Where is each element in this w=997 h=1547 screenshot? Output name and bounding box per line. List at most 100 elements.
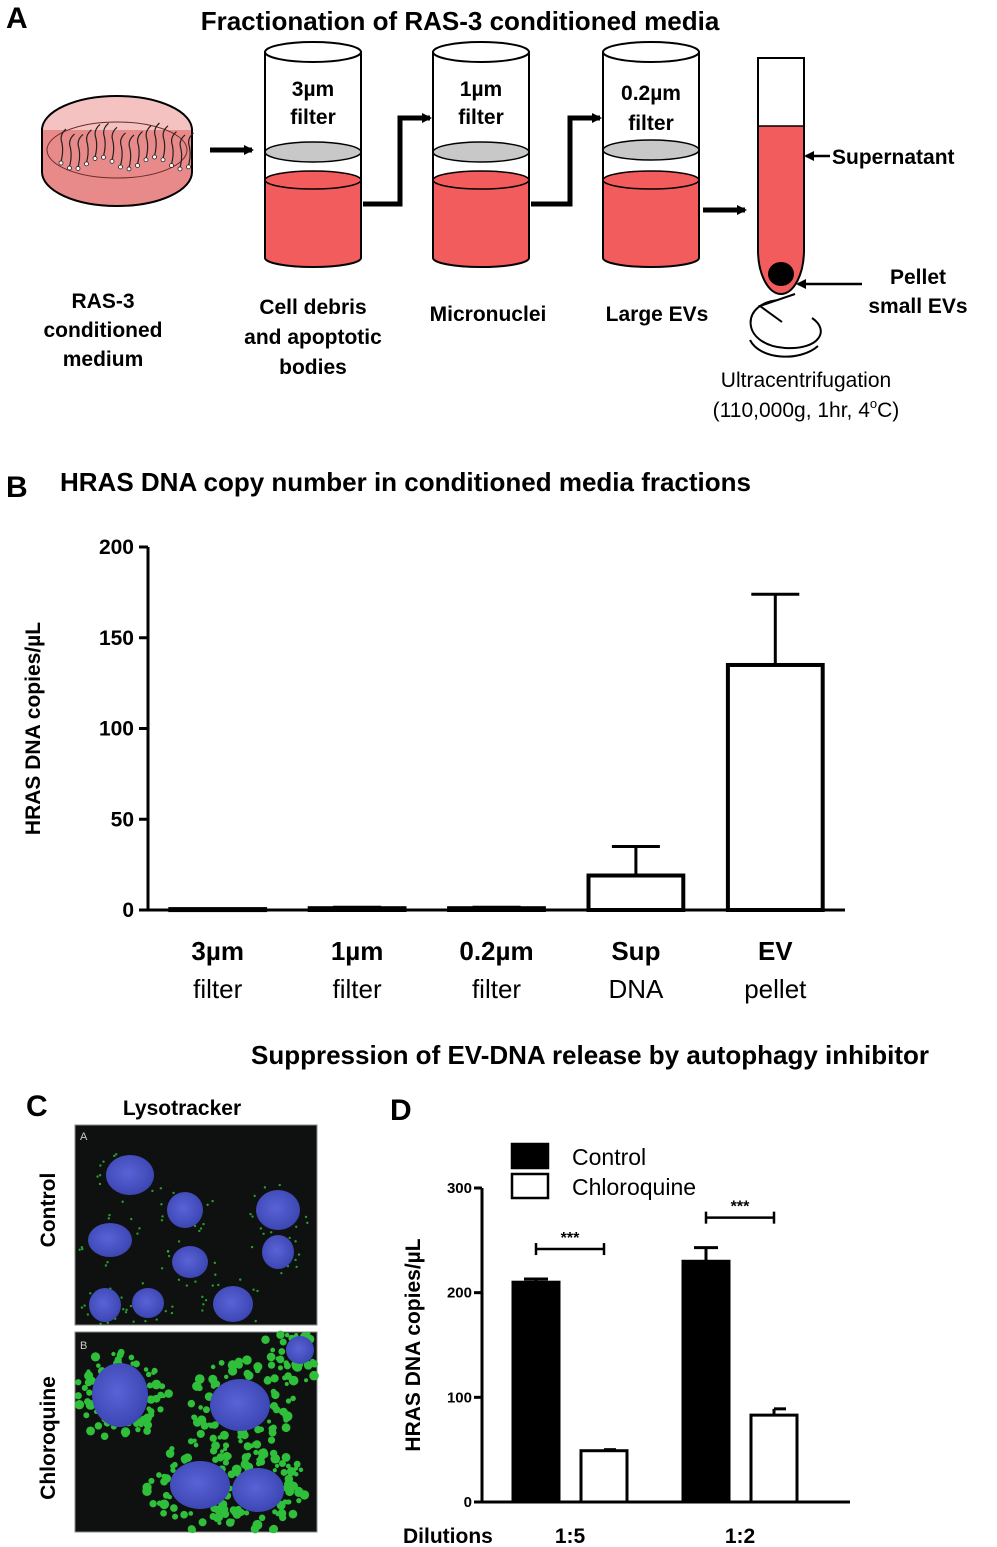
lysosome-dot bbox=[280, 1468, 288, 1476]
filter-tube-3um bbox=[264, 41, 362, 268]
lysosome-dot bbox=[94, 1422, 103, 1430]
lysosome-dot bbox=[286, 1480, 295, 1489]
lysosome-dot bbox=[253, 1362, 263, 1372]
nucleus bbox=[232, 1468, 284, 1512]
lysosome-dot bbox=[170, 1463, 176, 1469]
lysosome-dot bbox=[253, 1449, 259, 1456]
lysosome-dot bbox=[144, 1319, 147, 1323]
lysosome-dot bbox=[276, 1355, 285, 1364]
lysosome-dot bbox=[124, 1310, 128, 1314]
lysosome-dot bbox=[211, 1422, 218, 1429]
panel-c: C Lysotracker A B Control Chloroquine bbox=[26, 1090, 319, 1534]
pellet-label-2: small EVs bbox=[868, 295, 967, 318]
filter-1-size: 3µm bbox=[292, 78, 334, 101]
lysosome-dot bbox=[297, 1253, 301, 1256]
nucleus bbox=[106, 1155, 154, 1195]
lysosome-dot bbox=[114, 1358, 121, 1364]
significance-marker: *** bbox=[731, 1199, 750, 1216]
lysosome-dot bbox=[237, 1434, 243, 1440]
lysosome-dot bbox=[111, 1351, 116, 1357]
nucleus bbox=[256, 1190, 300, 1230]
cell-icon bbox=[59, 128, 67, 166]
cell-icon bbox=[84, 161, 89, 167]
lysosome-dot bbox=[240, 1431, 249, 1440]
lysosome-dot bbox=[136, 1232, 139, 1235]
lysosome-dot bbox=[262, 1232, 265, 1235]
panel-c-header: Lysotracker bbox=[123, 1097, 241, 1120]
lysosome-dot bbox=[164, 1389, 173, 1398]
cell-icon bbox=[126, 166, 132, 172]
nucleus bbox=[92, 1363, 148, 1427]
lysosome-dot bbox=[200, 1421, 209, 1430]
pellet-icon bbox=[768, 262, 794, 286]
cell-icon bbox=[178, 134, 186, 172]
lysosome-dot bbox=[143, 1420, 153, 1430]
lysosome-dot bbox=[98, 1174, 102, 1177]
lysosome-dot bbox=[171, 1305, 174, 1308]
lysosome-dot bbox=[271, 1390, 280, 1400]
significance-marker: *** bbox=[561, 1230, 580, 1247]
supernatant-label: Supernatant bbox=[832, 146, 955, 169]
lysosome-dot bbox=[83, 1412, 90, 1419]
lysosome-dot bbox=[145, 1371, 152, 1378]
lysosome-dot bbox=[211, 1199, 214, 1203]
cell-icon bbox=[135, 131, 143, 168]
y-tick-label: 50 bbox=[111, 808, 134, 831]
cell-icon bbox=[75, 166, 81, 171]
lysosome-dot bbox=[192, 1418, 202, 1427]
lysosome-dot bbox=[84, 1378, 93, 1387]
y-tick-label: 100 bbox=[447, 1389, 472, 1406]
lysosome-dot bbox=[256, 1289, 259, 1293]
lysosome-dot bbox=[312, 1371, 317, 1376]
cell-icon bbox=[67, 165, 72, 171]
lysosome-dot bbox=[86, 1369, 91, 1374]
lysosome-dot bbox=[284, 1332, 290, 1338]
rotation-arrow-icon bbox=[749, 293, 822, 358]
micrograph-control: A bbox=[74, 1124, 318, 1326]
lysosome-dot bbox=[74, 1400, 85, 1410]
lysosome-dot bbox=[222, 1459, 229, 1466]
lysosome-dot bbox=[267, 1361, 276, 1369]
lysosome-dot bbox=[90, 1352, 101, 1362]
y-tick-label: 200 bbox=[99, 536, 134, 559]
lysosome-dot bbox=[253, 1194, 256, 1198]
lysosome-dot bbox=[199, 1227, 203, 1230]
lysosome-dot bbox=[219, 1449, 225, 1454]
lysosome-dot bbox=[284, 1381, 289, 1386]
cell-icon bbox=[135, 163, 140, 168]
lysosome-dot bbox=[274, 1463, 280, 1468]
lysosome-dot bbox=[81, 1247, 84, 1251]
cell-icon bbox=[58, 160, 64, 166]
y-tick-label: 0 bbox=[122, 899, 134, 922]
lysosome-dot bbox=[263, 1376, 272, 1385]
lysosome-dot bbox=[160, 1267, 164, 1270]
dilutions-label: Dilutions bbox=[403, 1525, 493, 1547]
lysosome-dot bbox=[172, 1513, 179, 1520]
nucleus bbox=[167, 1192, 203, 1228]
lysosome-dot bbox=[303, 1360, 313, 1370]
cell-icon bbox=[118, 164, 123, 170]
lysosome-dot bbox=[298, 1467, 304, 1473]
lysosome-dot bbox=[208, 1374, 218, 1384]
cell-icon bbox=[169, 131, 177, 168]
lysosome-dot bbox=[216, 1453, 225, 1462]
lysosome-dot bbox=[150, 1501, 156, 1507]
lysosome-dot bbox=[120, 1427, 131, 1437]
x-tick-sublabel: pellet bbox=[744, 974, 807, 1004]
lysosome-dot bbox=[250, 1524, 260, 1534]
lysosome-dot bbox=[177, 1278, 181, 1281]
lysosome-dot bbox=[224, 1443, 230, 1449]
lysosome-dot bbox=[223, 1374, 229, 1380]
lysosome-dot bbox=[143, 1367, 149, 1372]
lysosome-dot bbox=[217, 1283, 220, 1287]
lysosome-dot bbox=[193, 1224, 197, 1228]
micrograph-chloroquine: B bbox=[74, 1330, 319, 1534]
lysosome-dot bbox=[217, 1435, 222, 1440]
micrograph-corner-b: B bbox=[80, 1340, 87, 1352]
cell-icon bbox=[110, 126, 118, 164]
lysosome-dot bbox=[201, 1309, 204, 1312]
lysosome-dot bbox=[242, 1355, 252, 1365]
filter-3-size: 0.2µm bbox=[621, 82, 681, 105]
